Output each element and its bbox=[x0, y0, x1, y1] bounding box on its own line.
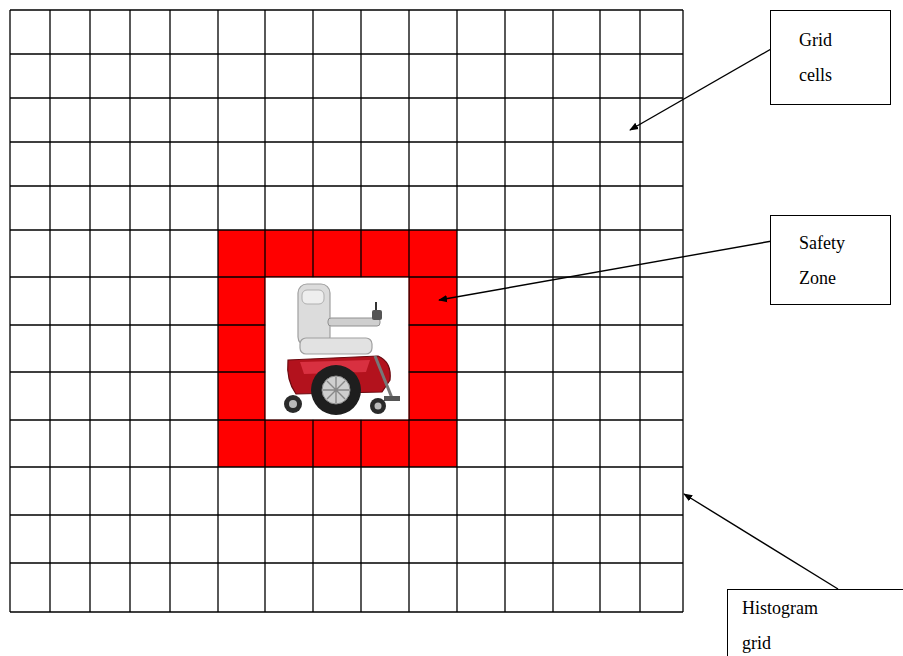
callout-label: Grid cells bbox=[799, 23, 861, 93]
callout-box: Histogram grid bbox=[727, 589, 903, 656]
callout-box: Grid cells bbox=[770, 10, 891, 105]
callout-box: Safety Zone bbox=[770, 215, 891, 305]
grid-lines bbox=[10, 10, 683, 612]
wheelchair-picture bbox=[284, 284, 400, 415]
callout-label: Histogram grid bbox=[742, 591, 837, 656]
callout-label: Safety Zone bbox=[799, 226, 861, 296]
leader-arrow bbox=[684, 494, 838, 589]
leader-arrow bbox=[439, 240, 778, 300]
leader-arrow bbox=[630, 45, 778, 130]
safety-zone-fill bbox=[218, 230, 457, 467]
wheelchair-backdrop bbox=[266, 278, 409, 420]
